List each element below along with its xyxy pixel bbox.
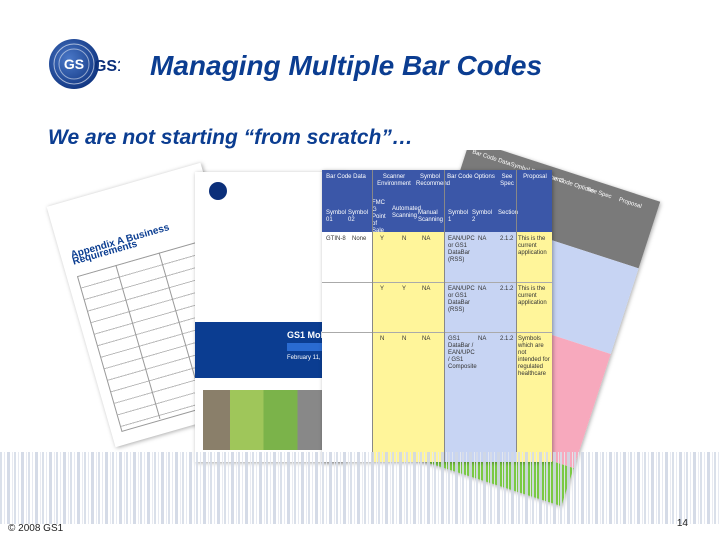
svg-text:GS: GS	[64, 56, 84, 72]
matrix-row: N N NA GS1 DataBar / EAN/UPC / GS1 Compo…	[380, 336, 550, 377]
bar-code-matrix: Bar Code Data Scanner Environment Symbol…	[322, 170, 552, 462]
mobile-doc-logo-icon	[209, 182, 227, 200]
mobile-doc-title: GS1 Mobi	[287, 330, 329, 340]
slide-title: Managing Multiple Bar Codes	[150, 50, 543, 81]
slide-subtitle: We are not starting “from scratch”…	[48, 126, 413, 149]
page-number: 14	[676, 518, 688, 529]
document-collage: Appendix A Business Requirements GS1 Mob…	[0, 150, 720, 540]
mobile-doc-banner: GS1 Mobi February 11, 200	[195, 322, 345, 378]
matrix-header: Bar Code Data Scanner Environment Symbol…	[322, 170, 552, 234]
gs1-logo: GS GS1	[49, 39, 120, 89]
matrix-row: Y Y NA EAN/UPC or GS1 DataBar (RSS) NA 2…	[322, 282, 552, 333]
mobile-doc-photo-strip	[203, 390, 338, 450]
svg-text:GS1: GS1	[94, 58, 120, 75]
matrix-row: GTIN-8 None Y N NA EAN/UPC or GS1 DataBa…	[322, 232, 552, 283]
barcode-band	[0, 452, 720, 524]
mobile-doc-date: February 11, 200	[287, 355, 333, 361]
mobile-document: GS1 Mobi February 11, 200	[195, 172, 345, 462]
footer-copyright: © 2008 GS1	[8, 523, 64, 534]
